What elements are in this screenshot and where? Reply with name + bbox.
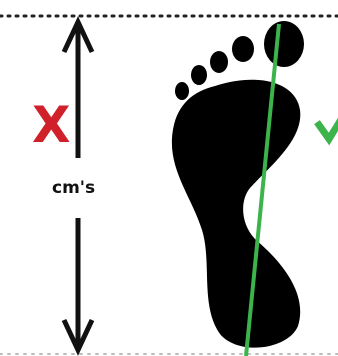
foot-sole [172,80,300,348]
x-mark: X [32,100,71,150]
measure-unit-label: cm's [50,178,97,198]
toe-5 [175,82,189,100]
check-mark-icon [319,113,338,139]
foot-silhouette [172,21,304,348]
toe-3 [210,51,228,73]
big-toe [264,21,304,67]
toe-4 [191,65,207,85]
toe-2 [232,36,254,62]
